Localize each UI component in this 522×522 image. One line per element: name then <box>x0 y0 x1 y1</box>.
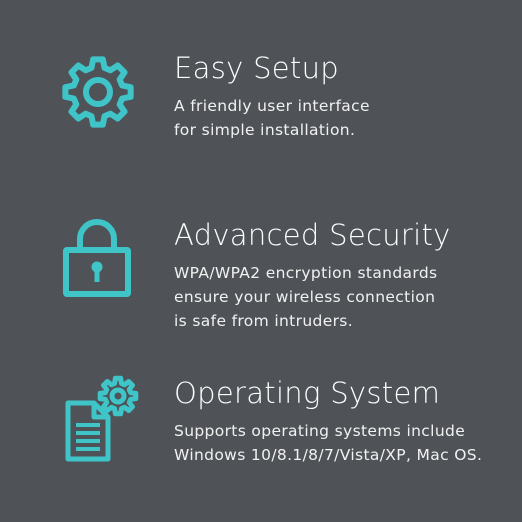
feature-description-line: WPA/WPA2 encryption standards <box>174 264 438 282</box>
feature-description-line: ensure your wireless connection <box>174 288 436 306</box>
gear-icon <box>0 50 150 150</box>
feature-description: WPA/WPA2 encryption standards ensure you… <box>174 253 514 333</box>
feature-description-line: Windows 10/8.1/8/7/Vista/XP, Mac OS. <box>174 446 483 464</box>
feature-title: Operating System <box>174 376 441 410</box>
feature-description-line: A friendly user interface <box>174 97 370 115</box>
feature-title: Easy Setup <box>174 51 339 85</box>
feature-description: A friendly user interface for simple ins… <box>174 86 514 142</box>
padlock-icon <box>0 217 150 317</box>
feature-description-line: Supports operating systems include <box>174 422 466 440</box>
feature-description-line: for simple installation. <box>174 121 356 139</box>
feature-description-line: is safe from intruders. <box>174 312 354 330</box>
document-gear-icon <box>0 375 150 475</box>
feature-title: Advanced Security <box>174 218 451 252</box>
feature-description: Supports operating systems include Windo… <box>174 411 514 467</box>
